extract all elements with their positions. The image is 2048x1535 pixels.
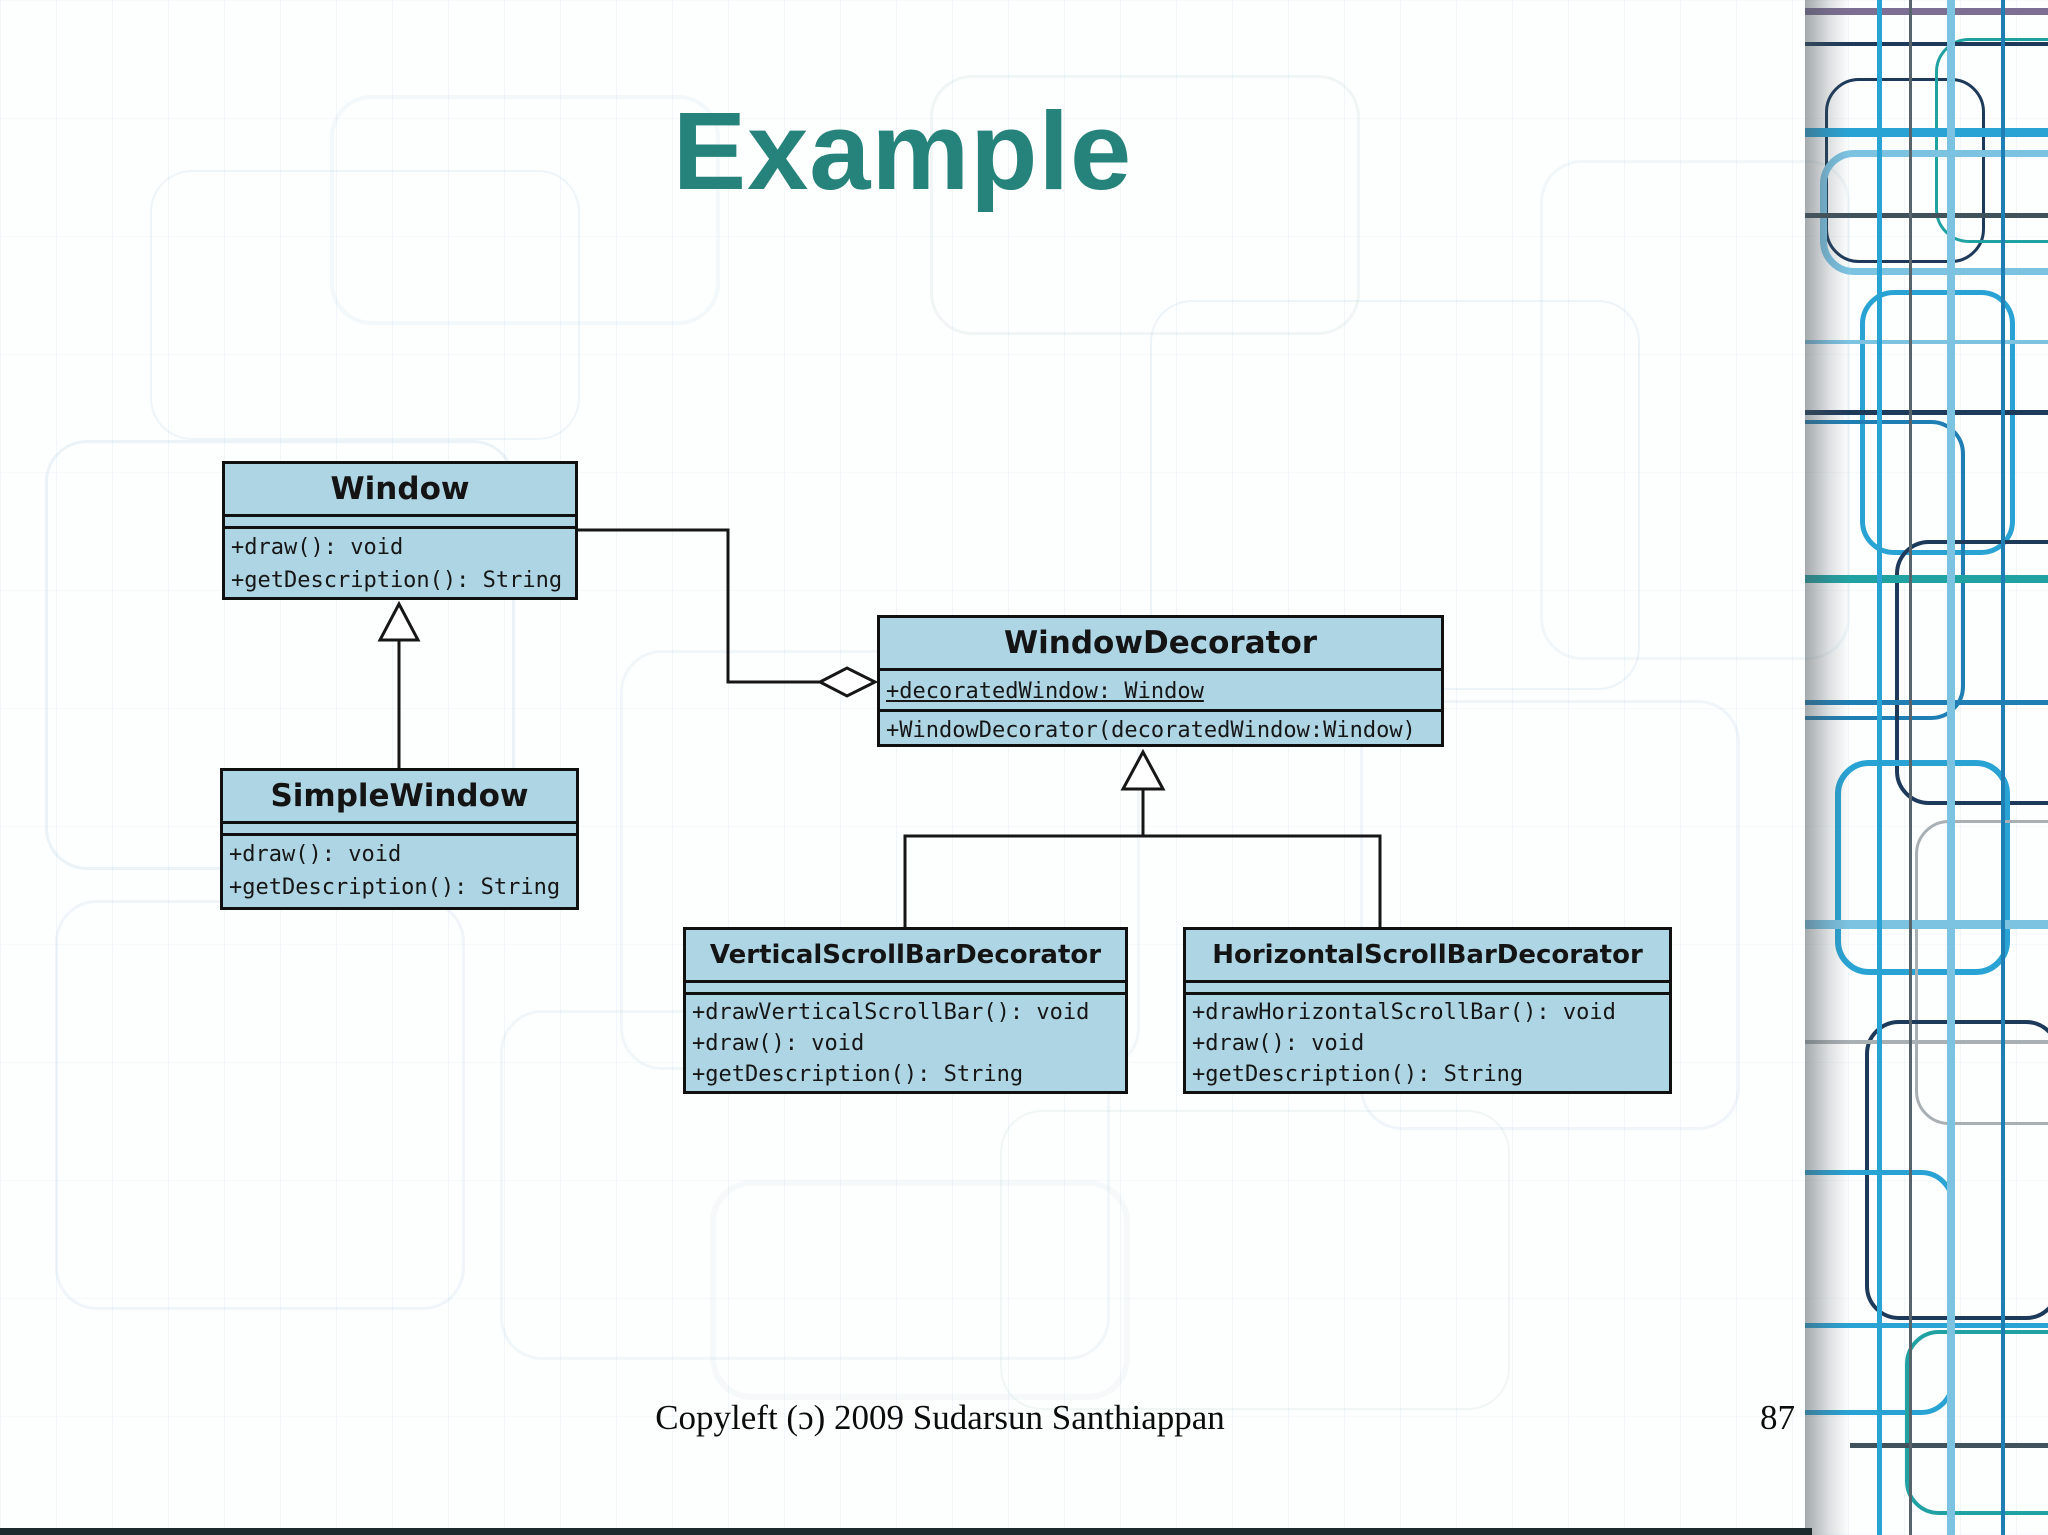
generalization-line [903,834,1382,927]
class-title: HorizontalScrollBarDecorator [1212,940,1643,970]
class-attributes: +decoratedWindow: Window [880,668,1441,709]
circuit-line [1805,1040,2048,1044]
uml-member: +drawHorizontalScrollBar(): void [1192,1000,1616,1025]
bottom-edge-bar [0,1528,1812,1535]
uml-member: +getDescription(): String [229,875,561,900]
circuit-line [2001,0,2005,1535]
class-box-window: Window +draw(): void +getDescription(): S… [222,461,578,600]
class-attributes [686,980,1125,992]
class-title: VerticalScrollBarDecorator [709,940,1102,970]
uml-member: +getDescription(): String [231,568,563,593]
class-attributes [225,514,575,526]
background-shape [55,900,465,1310]
class-box-simplewindow: SimpleWindow +draw(): void +getDescriptio… [220,768,579,910]
uml-member: +getDescription(): String [692,1062,1024,1087]
uml-member: +draw(): void [692,1031,865,1056]
background-shape [710,1180,1130,1400]
class-title: WindowDecorator [1003,625,1318,661]
class-box-windowdecorator: WindowDecorator +decoratedWindow: Window… [877,615,1444,747]
class-attributes [1186,980,1669,992]
circuit-shape [1895,540,2048,805]
class-title: Window [330,471,470,507]
circuit-line [1805,410,2048,415]
class-attributes [223,821,576,833]
circuit-shape [1805,420,1965,720]
circuit-line [1805,575,2048,583]
class-methods: +drawVerticalScrollBar(): void +draw(): v… [686,992,1125,1091]
class-title: SimpleWindow [270,778,529,814]
background-shape [1000,1110,1510,1410]
circuit-line [1805,128,2048,137]
circuit-shape [1905,1330,2048,1515]
uml-member: +WindowDecorator(decoratedWindow:Window) [886,718,1416,743]
aggregation-diamond [816,666,879,698]
circuit-line [1947,0,1955,1535]
circuit-line [1805,8,2048,15]
circuit-pattern-strip [1805,0,2048,1535]
circuit-line [1805,920,2048,929]
footer-credit: Copyleft (ɔ) 2009 Sudarsun Santhiappan [655,1398,1225,1437]
uml-member: +drawVerticalScrollBar(): void [692,1000,1090,1025]
generalization-arrow [1120,748,1166,791]
uml-member: +draw(): void [231,535,404,560]
circuit-line [1805,340,2048,344]
circuit-line [1877,0,1882,1535]
circuit-line [1805,42,2048,46]
class-box-horizontalscrollbardecorator: HorizontalScrollBarDecorator +drawHorizo… [1183,927,1672,1094]
uml-member: +draw(): void [1192,1031,1365,1056]
generalization-arrow [377,600,421,642]
circuit-line [1805,700,2048,705]
background-shape [1540,160,1850,660]
aggregation-line [578,528,820,684]
uml-member: +draw(): void [229,842,402,867]
circuit-shape [1935,38,2048,243]
circuit-line [1909,0,1912,1535]
uml-member: +decoratedWindow: Window [886,679,1204,704]
circuit-line [1805,1323,2048,1328]
page-number: 87 [1760,1398,1795,1437]
class-methods: +WindowDecorator(decoratedWindow:Window) [880,709,1441,744]
page-title: Example [672,90,1133,213]
class-methods: +draw(): void +getDescription(): String [223,833,576,907]
strip-edge-shadow [1805,0,1849,1535]
class-methods: +drawHorizontalScrollBar(): void +draw():… [1186,992,1669,1091]
circuit-shape [1915,820,2048,1125]
class-methods: +draw(): void +getDescription(): String [225,526,575,597]
class-box-verticalscrollbardecorator: VerticalScrollBarDecorator +drawVertical… [683,927,1128,1094]
uml-member: +getDescription(): String [1192,1062,1524,1087]
circuit-line [1805,213,2048,218]
